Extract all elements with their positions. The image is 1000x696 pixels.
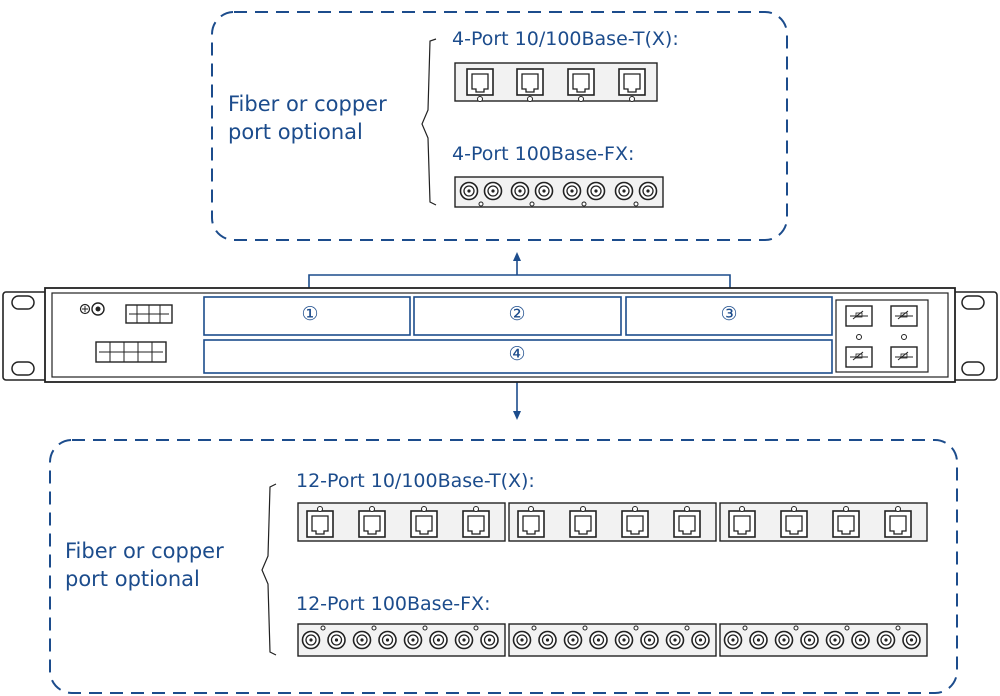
bottom-fiber-module <box>297 623 928 657</box>
rj45-port-icon <box>569 510 597 538</box>
fiber-port-icon <box>454 630 474 650</box>
ground-terminal-icon <box>79 302 105 316</box>
fiber-port-icon <box>562 181 582 201</box>
sfp-port-icon <box>890 346 918 368</box>
fiber-port-icon <box>723 630 743 650</box>
fiber-port-icon <box>327 630 346 650</box>
bottom-fiber-title: 12-Port 100Base-FX: <box>296 593 491 615</box>
slot-number-3: ③ <box>720 303 738 325</box>
fiber-port-icon <box>378 630 397 650</box>
fiber-port-icon <box>589 630 608 650</box>
top-fiber-title: 4-Port 100Base-FX: <box>452 143 635 165</box>
top-copper-title: 4-Port 10/100Base-T(X): <box>452 28 679 50</box>
module-slot-2 <box>413 296 622 336</box>
sfp-uplink-ports <box>835 299 929 373</box>
fiber-port-icon <box>825 630 845 650</box>
rj45-port-icon <box>780 510 808 538</box>
relay-terminal-block-icon <box>95 341 167 363</box>
fiber-port-icon <box>876 630 896 650</box>
bottom-optional-label-line1: Fiber or copper <box>65 539 224 563</box>
rj45-port-icon <box>621 510 649 538</box>
fiber-port-icon <box>691 630 710 650</box>
fiber-port-icon <box>534 181 554 201</box>
fiber-port-icon <box>640 630 659 650</box>
bottom-brace <box>261 483 277 656</box>
sfp-port-icon <box>845 346 873 368</box>
module-slot-4 <box>203 339 833 374</box>
fiber-port-icon <box>614 181 634 201</box>
rj45-port-icon <box>306 510 334 538</box>
fiber-port-icon <box>429 630 448 650</box>
fiber-port-icon <box>538 630 557 650</box>
bottom-optional-group-frame <box>49 439 958 694</box>
fiber-port-icon <box>480 630 499 650</box>
power-terminal-block-icon <box>125 304 173 324</box>
fiber-port-icon <box>586 181 606 201</box>
module-slot-1 <box>203 296 411 336</box>
top-optional-label: Fiber or copper port optional <box>228 90 387 146</box>
rj45-port-icon <box>517 510 545 538</box>
fiber-port-icon <box>774 630 794 650</box>
rj45-port-icon <box>832 510 860 538</box>
top-optional-label-line2: port optional <box>228 120 363 144</box>
top-brace <box>421 38 437 206</box>
fiber-port-icon <box>749 630 768 650</box>
fiber-port-icon <box>902 630 921 650</box>
fiber-port-icon <box>614 630 634 650</box>
slot-number-1: ① <box>301 303 319 325</box>
module-slot-3 <box>625 296 833 336</box>
sfp-port-icon <box>845 305 873 327</box>
fiber-port-icon <box>512 630 532 650</box>
fiber-port-icon <box>510 181 530 201</box>
bottom-optional-label: Fiber or copper port optional <box>65 537 224 593</box>
top-optional-label-line1: Fiber or copper <box>228 92 387 116</box>
top-optional-group-frame <box>211 11 788 241</box>
slot-number-2: ② <box>508 303 526 325</box>
rj45-port-icon <box>466 68 494 96</box>
rj45-port-icon <box>567 68 595 96</box>
rj45-port-icon <box>728 510 756 538</box>
fiber-port-icon <box>851 630 870 650</box>
fiber-port-icon <box>800 630 819 650</box>
fiber-port-icon <box>403 630 423 650</box>
fiber-port-icon <box>459 181 479 201</box>
bottom-optional-label-line2: port optional <box>65 567 200 591</box>
rj45-port-icon <box>358 510 386 538</box>
rj45-port-icon <box>673 510 701 538</box>
rj45-port-icon <box>884 510 912 538</box>
top-copper-module <box>454 62 658 102</box>
rj45-port-icon <box>516 68 544 96</box>
fiber-port-icon <box>483 181 503 201</box>
rj45-port-icon <box>462 510 490 538</box>
sfp-port-icon <box>890 305 918 327</box>
bottom-copper-module <box>297 502 928 542</box>
top-fiber-module <box>454 176 664 208</box>
rj45-port-icon <box>618 68 646 96</box>
slot-number-4: ④ <box>508 343 526 365</box>
fiber-port-icon <box>563 630 583 650</box>
bottom-copper-title: 12-Port 10/100Base-T(X): <box>296 470 535 492</box>
fiber-port-icon <box>352 630 372 650</box>
fiber-port-icon <box>301 630 321 650</box>
rj45-port-icon <box>410 510 438 538</box>
arrow-up-icon <box>513 252 521 261</box>
fiber-port-icon <box>638 181 658 201</box>
fiber-port-icon <box>665 630 685 650</box>
arrow-down-icon <box>513 411 521 420</box>
